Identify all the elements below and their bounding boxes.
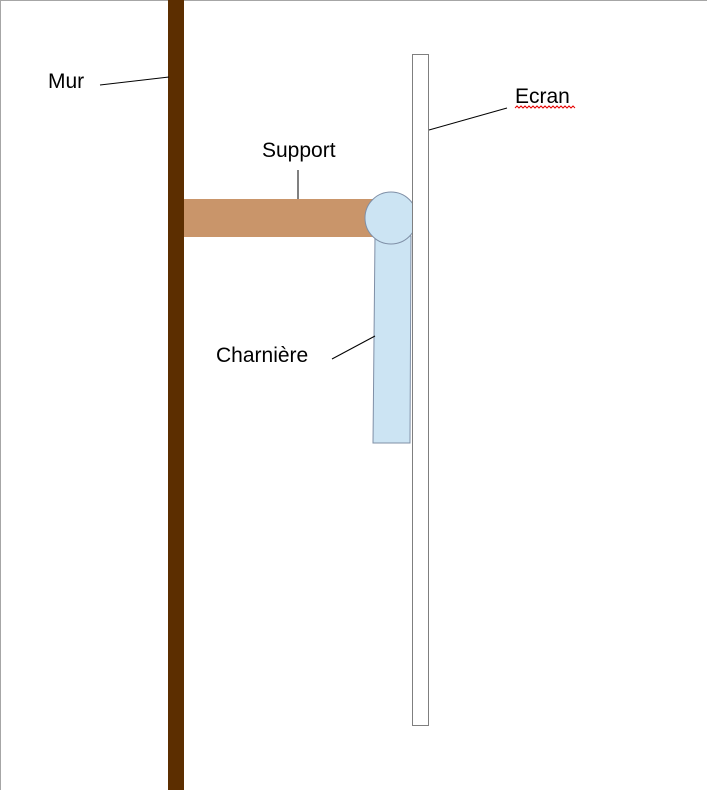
mur-leader-line [99,76,170,86]
support-label: Support [262,139,336,162]
screen-panel [412,54,429,726]
support-arm [184,199,386,237]
charniere-label: Charnière [216,344,308,367]
spellcheck-underline-icon [514,105,576,109]
ecran-label: Ecran [515,85,570,108]
hinge-pivot [364,191,418,245]
ecran-leader-line [428,107,508,131]
hinge-plate [372,235,412,444]
wall-bar [168,0,184,790]
mur-label: Mur [48,70,84,93]
charniere-leader-line [331,335,376,360]
